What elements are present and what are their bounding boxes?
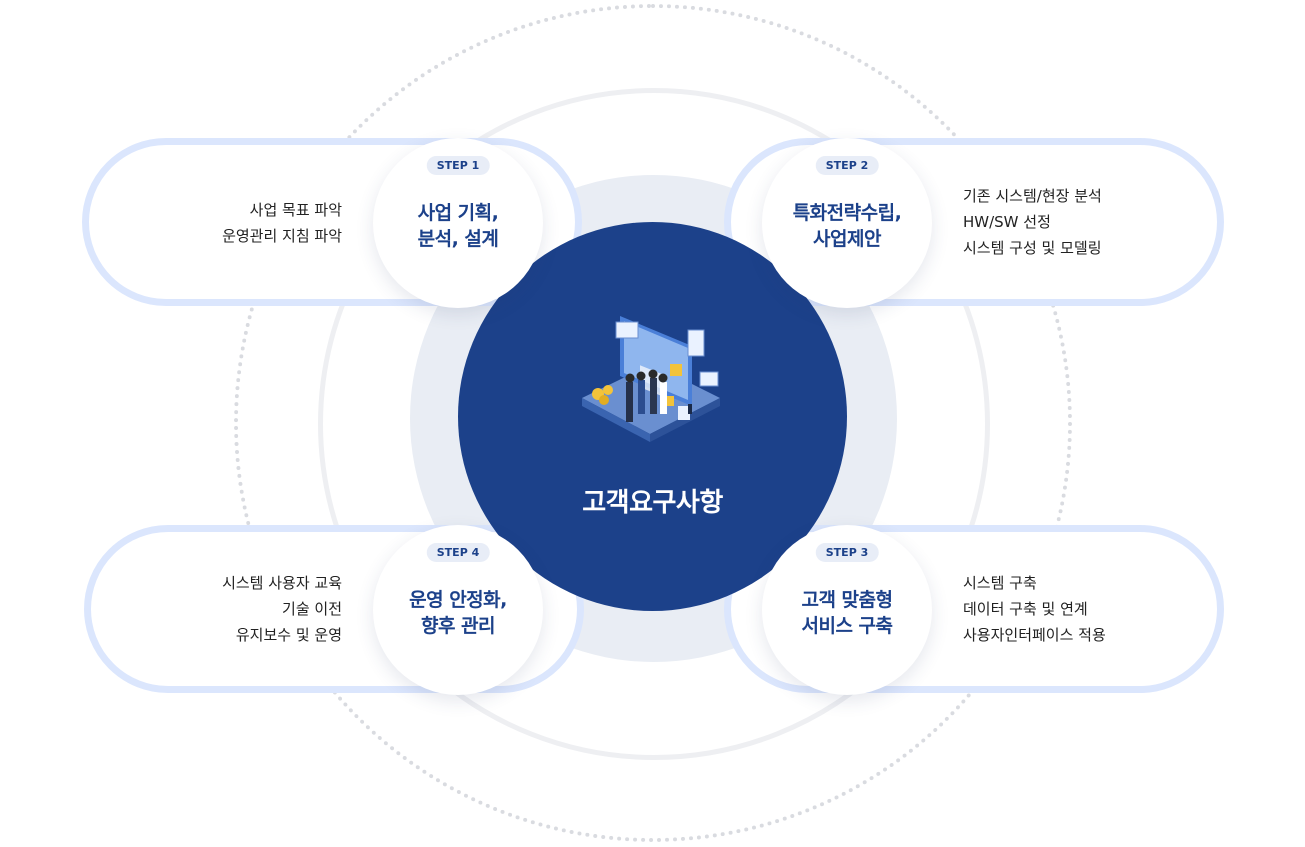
step1-circle: STEP 1 사업 기획, 분석, 설계 — [373, 138, 543, 308]
step4-detail: 유지보수 및 운영 — [235, 626, 342, 644]
step1-details: 사업 목표 파악 운영관리 지침 파악 — [222, 197, 342, 249]
step2-details: 기존 시스템/현장 분석 HW/SW 선정 시스템 구성 및 모델링 — [963, 183, 1102, 261]
step2-circle: STEP 2 특화전략수립, 사업제안 — [762, 138, 932, 308]
middle-ring — [318, 88, 990, 760]
step4-details: 시스템 사용자 교육 기술 이전 유지보수 및 운영 — [222, 570, 342, 648]
step2-detail: 시스템 구성 및 모델링 — [963, 239, 1102, 257]
step2-detail: HW/SW 선정 — [963, 213, 1051, 231]
step4-badge: STEP 4 — [426, 543, 490, 562]
step3-detail: 시스템 구축 — [963, 574, 1037, 592]
step1-badge: STEP 1 — [426, 156, 490, 175]
step4-detail: 기술 이전 — [282, 600, 342, 618]
step4-circle: STEP 4 운영 안정화, 향후 관리 — [373, 525, 543, 695]
step3-title: 고객 맞춤형 서비스 구축 — [801, 589, 893, 637]
step3-badge: STEP 3 — [815, 543, 879, 562]
center-title: 고객요구사항 — [582, 488, 723, 518]
step3-detail: 사용자인터페이스 적용 — [963, 626, 1106, 644]
step1-detail: 운영관리 지침 파악 — [222, 227, 342, 245]
step3-circle: STEP 3 고객 맞춤형 서비스 구축 — [762, 525, 932, 695]
step1-detail: 사업 목표 파악 — [249, 201, 342, 219]
step3-detail: 데이터 구축 및 연계 — [963, 600, 1088, 618]
step1-title: 사업 기획, 분석, 설계 — [417, 202, 499, 250]
business-meeting-illustration — [582, 316, 720, 442]
step4-detail: 시스템 사용자 교육 — [222, 574, 342, 592]
step4-title: 운영 안정화, 향후 관리 — [409, 589, 507, 637]
step2-title: 특화전략수립, 사업제안 — [792, 202, 902, 250]
step2-badge: STEP 2 — [815, 156, 879, 175]
step2-detail: 기존 시스템/현장 분석 — [963, 187, 1102, 205]
step3-details: 시스템 구축 데이터 구축 및 연계 사용자인터페이스 적용 — [963, 570, 1106, 648]
outer-dotted-ring — [234, 4, 1072, 842]
